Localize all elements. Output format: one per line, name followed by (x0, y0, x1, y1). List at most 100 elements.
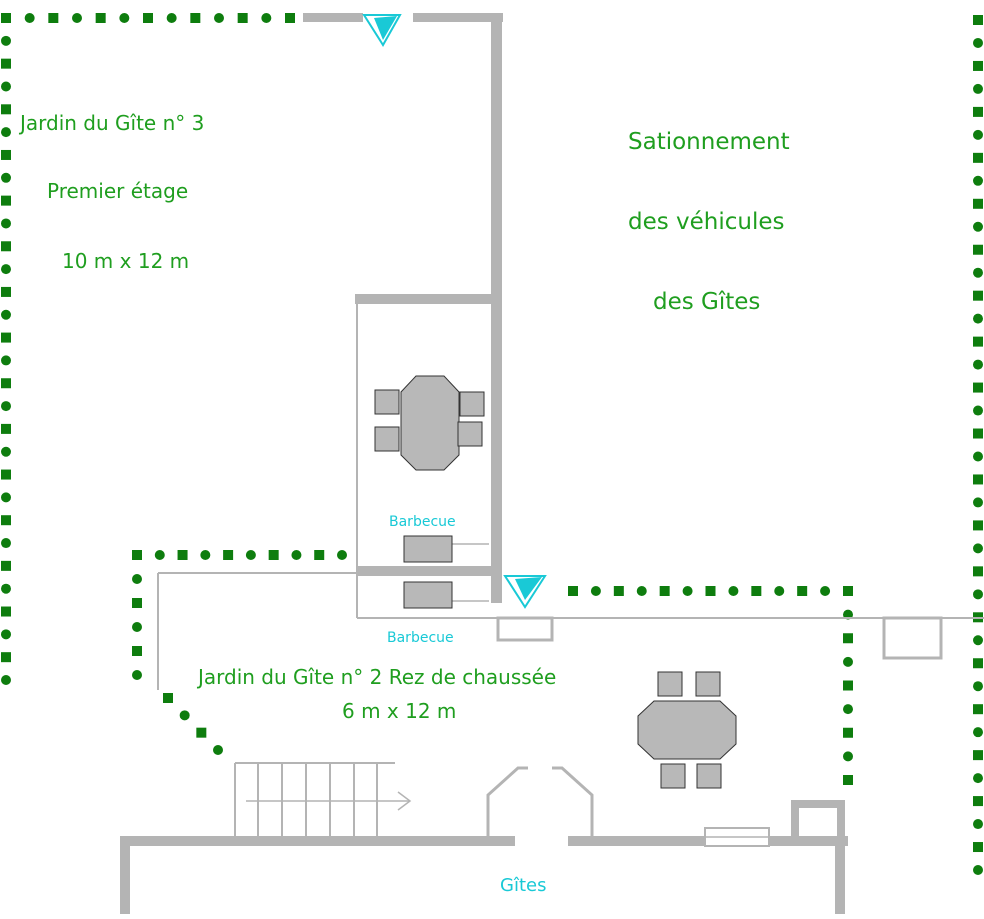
hedge-garden3-left (1, 127, 11, 138)
hedge-parking-right (973, 15, 983, 25)
hedge-garden2-right-top (728, 586, 739, 596)
hedge-garden2-top (177, 550, 188, 560)
hedge-parking-right (973, 520, 983, 531)
hedge-garden3-top (190, 13, 201, 23)
hedge-garden3-left (1, 652, 11, 663)
hedge-parking-right (973, 474, 983, 485)
hedge-garden2-right (843, 586, 853, 596)
hedge-parking-right (973, 359, 983, 370)
wall-box-left (791, 800, 799, 840)
hedge-garden2-diagonal (179, 710, 190, 721)
hedge-garden2-right-top (751, 586, 762, 596)
hedge-parking-right (973, 244, 983, 255)
staircase (234, 762, 412, 836)
hedge-parking-right (973, 819, 983, 830)
hedge-parking-right (973, 658, 983, 669)
octagonal-table (400, 375, 460, 471)
hedge-garden2-left (132, 574, 142, 584)
door-frame-left (486, 766, 528, 836)
chair (657, 671, 683, 697)
hedge-garden3-left (1, 218, 11, 229)
hedge-garden2-left (132, 670, 142, 680)
hedge-parking-right (973, 405, 983, 416)
octagonal-table (637, 700, 737, 760)
hedge-garden3-left (1, 583, 11, 594)
hedge-parking-right (973, 773, 983, 784)
step-box-left (496, 616, 554, 642)
hedge-garden3-left (1, 675, 11, 685)
hedge-garden2-right (843, 633, 853, 644)
hedge-garden3-left (1, 149, 11, 160)
wall-house-top-left (120, 836, 515, 846)
hedge-garden2-right (843, 751, 853, 762)
hedge-garden2-right-top (797, 586, 808, 596)
chair (457, 421, 483, 447)
gites-label: Gîtes (500, 875, 546, 896)
hedge-garden2-top (291, 550, 302, 560)
hedge-parking-right (973, 290, 983, 301)
hedge-garden3-top (237, 13, 248, 23)
hedge-garden3-left (1, 81, 11, 92)
hedge-garden2-right-top (590, 586, 601, 596)
hedge-garden3-left (1, 172, 11, 183)
hedge-garden3-top (95, 13, 106, 23)
hedge-garden2-left (132, 550, 142, 560)
hedge-garden3-left (1, 35, 11, 46)
hedge-garden3-left (1, 560, 11, 571)
hedge-parking-right (973, 313, 983, 324)
hedge-garden3-top (72, 13, 82, 23)
hedge-garden3-left (1, 538, 11, 549)
parking-line-3: des Gîtes (653, 289, 760, 315)
hedge-garden2-top (200, 550, 211, 560)
wall-box-top (791, 800, 845, 808)
hedge-parking-right (973, 152, 983, 163)
hedge-garden3-left (1, 446, 11, 457)
hedge-parking-right (973, 589, 983, 600)
hedge-garden2-left (132, 646, 142, 656)
hedge-garden2-right-top (636, 586, 647, 596)
hedge-parking-right (973, 497, 983, 508)
garden3-size: 10 m x 12 m (62, 249, 189, 273)
hedge-garden2-diagonal (163, 693, 173, 703)
hedge-parking-right (973, 106, 983, 117)
hedge-garden2-top (154, 550, 165, 560)
hedge-parking-right (973, 543, 983, 554)
door-frame-right (552, 766, 594, 836)
hedge-garden2-right (843, 656, 853, 667)
hedge-garden3-left (1, 241, 11, 252)
hedge-parking-right (973, 727, 983, 738)
hedge-garden3-top (214, 13, 224, 23)
hedge-garden3-top (119, 13, 130, 23)
hedge-garden3-left (1, 629, 11, 640)
barbecue-label-top: Barbecue (389, 514, 456, 530)
chair (695, 671, 721, 697)
hedge-garden2-right-top (613, 586, 624, 596)
hedge-garden3-top (166, 13, 177, 23)
hedge-parking-right (973, 198, 983, 209)
table-set-garden2 (637, 671, 737, 789)
hedge-parking-right (973, 635, 983, 646)
garden3-title: Jardin du Gîte n° 3 (18, 111, 204, 135)
hedge-garden3-left (1, 332, 11, 343)
hedge-garden3-left (1, 401, 11, 412)
hedge-garden3-left (1, 492, 11, 503)
wall-house-right (835, 836, 845, 914)
chair (374, 389, 400, 415)
hedge-parking-right (973, 175, 983, 186)
hedge-garden3-left (1, 355, 11, 366)
hedge-garden2-top (314, 550, 325, 560)
hedge-garden3-top (285, 13, 295, 23)
hedge-garden2-right (843, 727, 853, 738)
hedge-parking-right (973, 451, 983, 462)
barbecue-label-bottom: Barbecue (387, 630, 454, 646)
hedge-parking-right (973, 750, 983, 761)
wall-terrace-top (355, 294, 502, 304)
hedge-parking-right (973, 129, 983, 140)
hedge-garden2-right (843, 704, 853, 715)
hedge-garden3-left (1, 606, 11, 617)
entrance-arrow-icon (362, 14, 402, 47)
hedge-parking-right (973, 83, 983, 94)
outlines (157, 300, 984, 847)
hedge-parking-right (973, 704, 983, 715)
